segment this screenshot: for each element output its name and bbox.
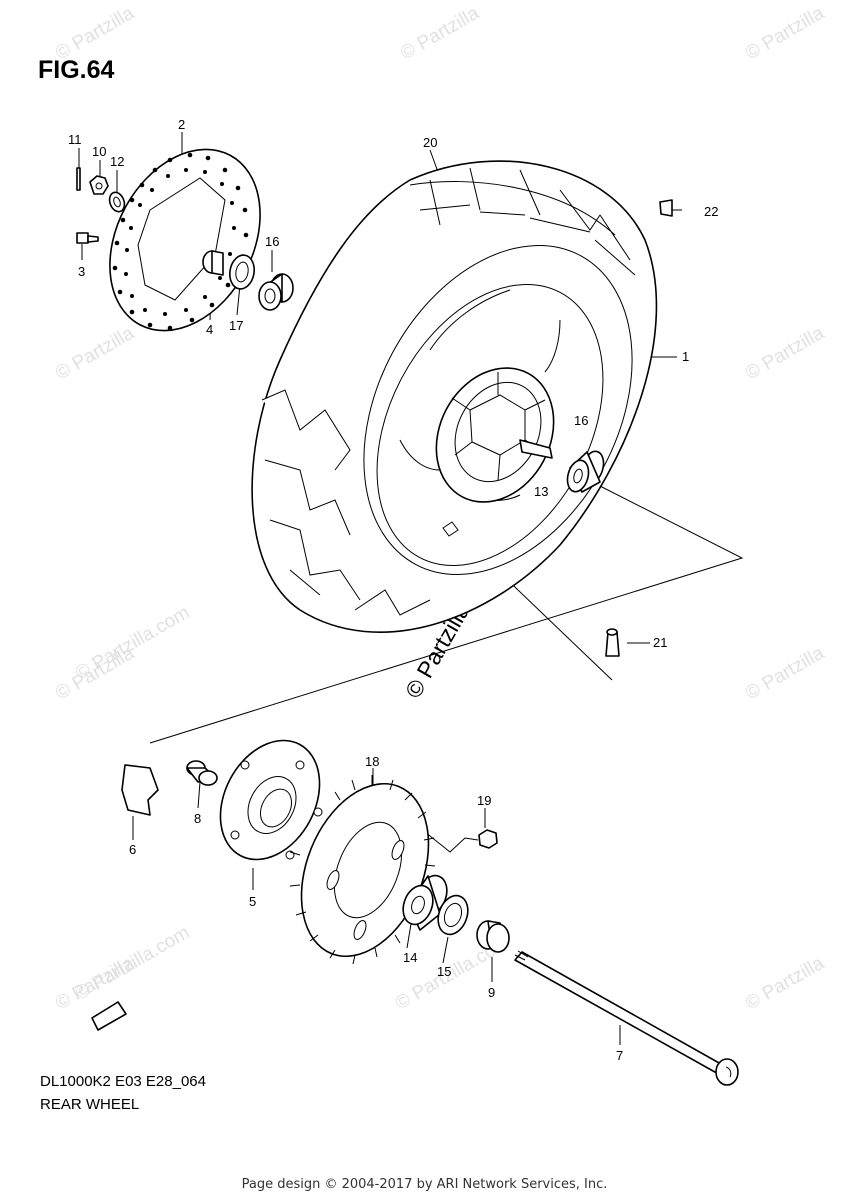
disc-bolt[interactable]: [76, 232, 99, 244]
watermark: © Partzilla: [52, 2, 138, 64]
brake-disc[interactable]: [80, 123, 290, 356]
fwd-arrow: FWD: [91, 1001, 127, 1031]
callout: 8: [194, 811, 201, 826]
diagram-name: REAR WHEEL: [40, 1096, 140, 1113]
figure-title: FIG.64: [38, 56, 115, 84]
callout: 15: [437, 964, 451, 979]
watermark: © Partzilla.com: [72, 922, 193, 1004]
watermark: © Partzilla: [397, 2, 483, 64]
bearing[interactable]: [258, 273, 294, 311]
watermark: © Partzilla.com: [72, 602, 193, 684]
callout: 19: [477, 793, 491, 808]
callout: 10: [92, 144, 106, 159]
oil-seal[interactable]: [227, 253, 257, 291]
watermark: © Partzilla: [742, 2, 828, 64]
callout: 1: [682, 349, 689, 364]
callout-labels: 1 2 3 4 5 6 7 8 9 10 11 12 13 14 15 16 1…: [68, 117, 718, 1063]
callout: 12: [110, 154, 124, 169]
callout: 7: [616, 1048, 623, 1063]
watermark: © Partzilla: [742, 322, 828, 384]
hub-bearing-right[interactable]: [564, 449, 607, 494]
watermark: © Partzilla: [742, 642, 828, 704]
spacer[interactable]: [202, 250, 224, 276]
sprocket-nut[interactable]: [478, 829, 498, 849]
callout: 2: [178, 117, 185, 132]
watermark: © Partzilla: [52, 322, 138, 384]
callout: 11: [68, 132, 82, 147]
callout: 6: [129, 842, 136, 857]
drum-oil-seal[interactable]: [433, 891, 473, 938]
hub-spacer[interactable]: [186, 760, 218, 786]
rear-sprocket[interactable]: [278, 765, 453, 975]
callout: 9: [488, 985, 495, 1000]
cushion-rubber[interactable]: [121, 764, 159, 816]
sprocket-mounting-drum[interactable]: [201, 723, 340, 877]
callout: 21: [653, 635, 667, 650]
callout: 16: [574, 413, 588, 428]
callout: 3: [78, 264, 85, 279]
valve-stem[interactable]: [605, 628, 620, 657]
axle-nut[interactable]: [89, 175, 109, 195]
callout: 22: [704, 204, 718, 219]
callout: 17: [229, 318, 243, 333]
drum-spacer[interactable]: [476, 920, 510, 953]
rear-axle[interactable]: [514, 950, 739, 1086]
callout: 16: [265, 234, 279, 249]
watermark: © Partzilla: [742, 952, 828, 1014]
callout: 13: [534, 484, 548, 499]
callout: 4: [206, 322, 213, 337]
rear-wheel[interactable]: [310, 199, 686, 621]
washer[interactable]: [107, 190, 127, 214]
callout: 5: [249, 894, 256, 909]
callout: 18: [365, 754, 379, 769]
diagram-code: DL1000K2 E03 E28_064: [40, 1073, 206, 1090]
balancer-weight[interactable]: [659, 199, 673, 217]
callout: 14: [403, 950, 417, 965]
callout: 20: [423, 135, 437, 150]
page-footer: Page design © 2004-2017 by ARI Network S…: [241, 1177, 608, 1192]
cotter-pin[interactable]: [76, 167, 81, 191]
